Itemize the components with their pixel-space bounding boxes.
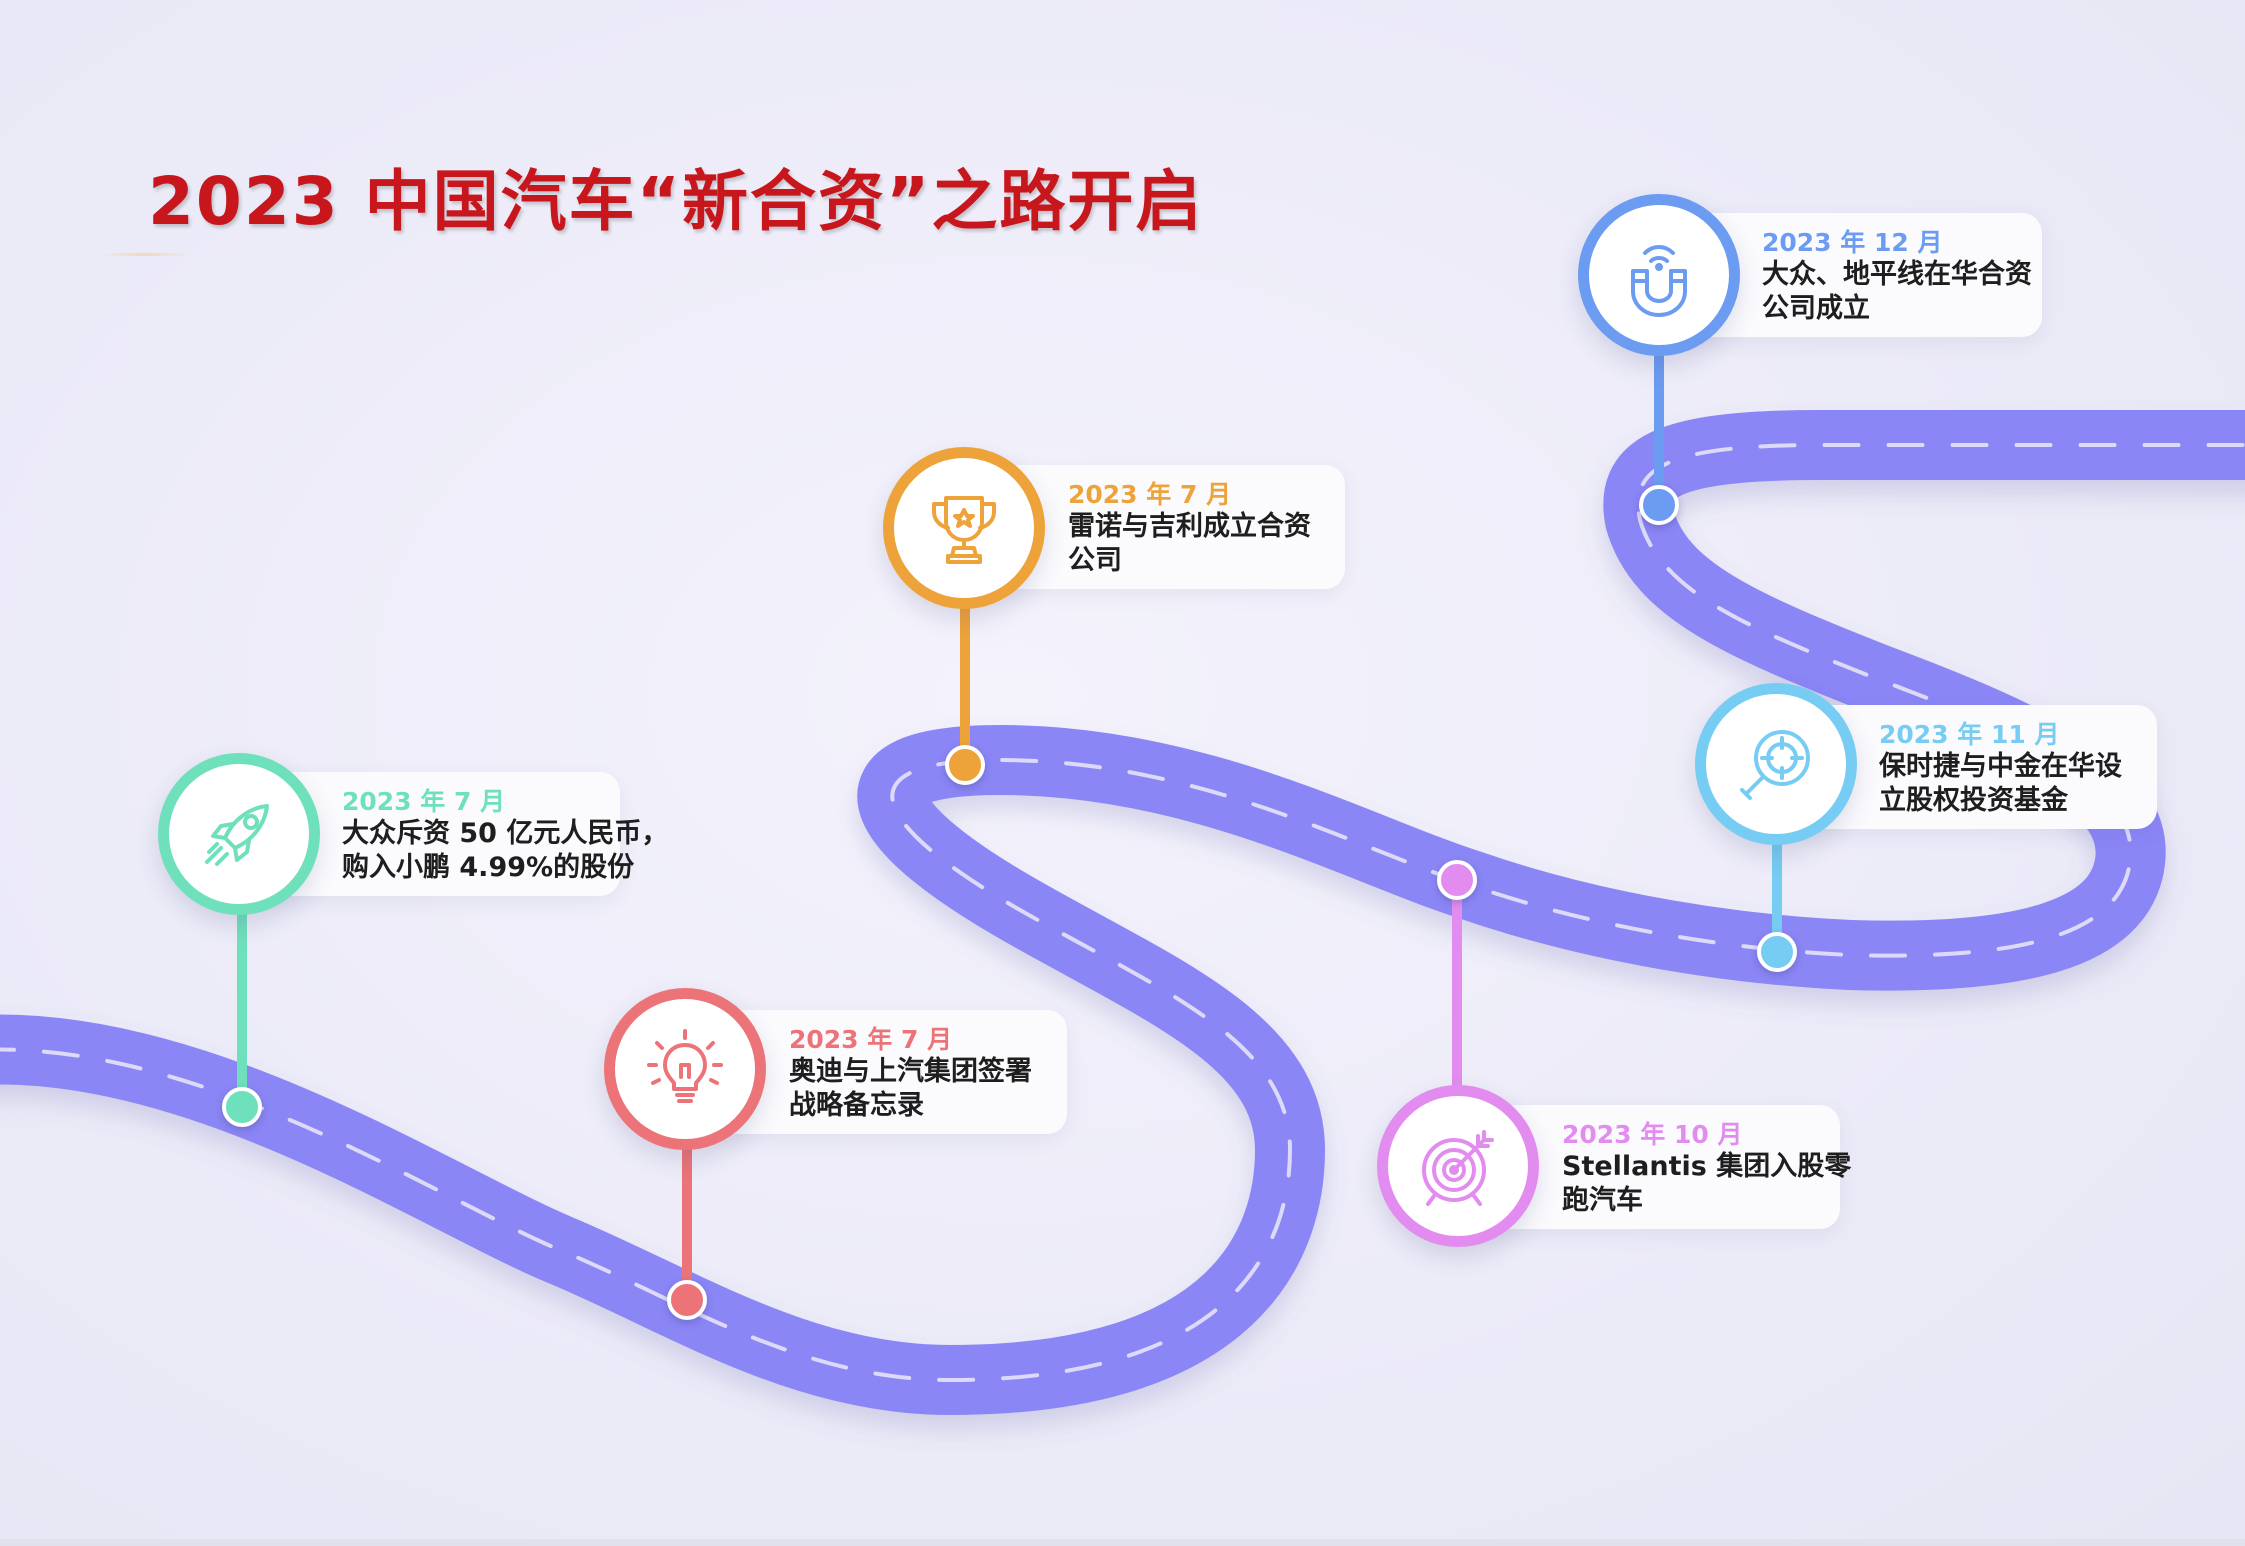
badge-horizon <box>1578 194 1740 356</box>
stem-horizon <box>1654 340 1664 500</box>
stem-geely <box>960 580 970 770</box>
trophy-icon <box>932 496 996 564</box>
road-dot-porsche <box>1757 932 1797 972</box>
stem-xpeng <box>237 905 247 1105</box>
road-dot-geely <box>945 745 985 785</box>
card-leapmotor: 2023 年 10 月 Stellantis 集团入股零跑汽车 <box>1480 1105 1851 1229</box>
desc-horizon: 大众、地平线在华合资公司成立 <box>1762 259 2032 324</box>
badge-xpeng <box>158 753 320 915</box>
date-saic: 2023 年 7 月 <box>789 1025 953 1054</box>
magnet-icon <box>1631 245 1687 317</box>
stem-saic <box>682 1100 692 1300</box>
road-dot-xpeng <box>222 1087 262 1127</box>
desc-geely: 雷诺与吉利成立合资公司 <box>1068 511 1311 576</box>
desc-leapmotor: Stellantis 集团入股零跑汽车 <box>1562 1151 1852 1216</box>
date-xpeng: 2023 年 7 月 <box>342 787 506 816</box>
road-dashes <box>0 443 2245 1383</box>
badge-geely <box>883 447 1045 609</box>
title-accent <box>100 253 190 256</box>
stem-leapmotor <box>1452 880 1462 1100</box>
road-dot-leapmotor <box>1437 860 1477 900</box>
date-leapmotor: 2023 年 10 月 <box>1562 1120 1743 1149</box>
magnifier-icon <box>1740 730 1810 800</box>
page-title: 2023 中国汽车“新合资”之路开启 <box>148 163 1204 240</box>
badge-saic <box>604 988 766 1150</box>
date-porsche: 2023 年 11 月 <box>1879 720 2060 749</box>
badge-porsche <box>1695 683 1857 845</box>
card-geely: 2023 年 7 月 雷诺与吉利成立合资公司 <box>985 465 1345 589</box>
date-geely: 2023 年 7 月 <box>1068 480 1232 509</box>
card-horizon: 2023 年 12 月 大众、地平线在华合资公司成立 <box>1680 213 2042 337</box>
desc-saic: 奥迪与上汽集团签署战略备忘录 <box>789 1056 1032 1121</box>
road-dot-saic <box>667 1280 707 1320</box>
date-horizon: 2023 年 12 月 <box>1762 228 1943 257</box>
stem-porsche <box>1772 820 1782 950</box>
desc-xpeng: 大众斥资 50 亿元人民币，购入小鹏 4.99%的股份 <box>342 818 669 883</box>
desc-porsche: 保时捷与中金在华设立股权投资基金 <box>1879 751 2122 816</box>
target-icon <box>1422 1130 1494 1206</box>
lightbulb-icon <box>647 1029 723 1103</box>
road-dot-horizon <box>1639 485 1679 525</box>
bottom-border <box>0 1539 2245 1546</box>
card-xpeng: 2023 年 7 月 大众斥资 50 亿元人民币，购入小鹏 4.99%的股份 <box>260 772 668 896</box>
badge-leapmotor <box>1377 1085 1539 1247</box>
rocket-icon <box>205 804 269 866</box>
card-saic: 2023 年 7 月 奥迪与上汽集团签署战略备忘录 <box>705 1010 1067 1134</box>
